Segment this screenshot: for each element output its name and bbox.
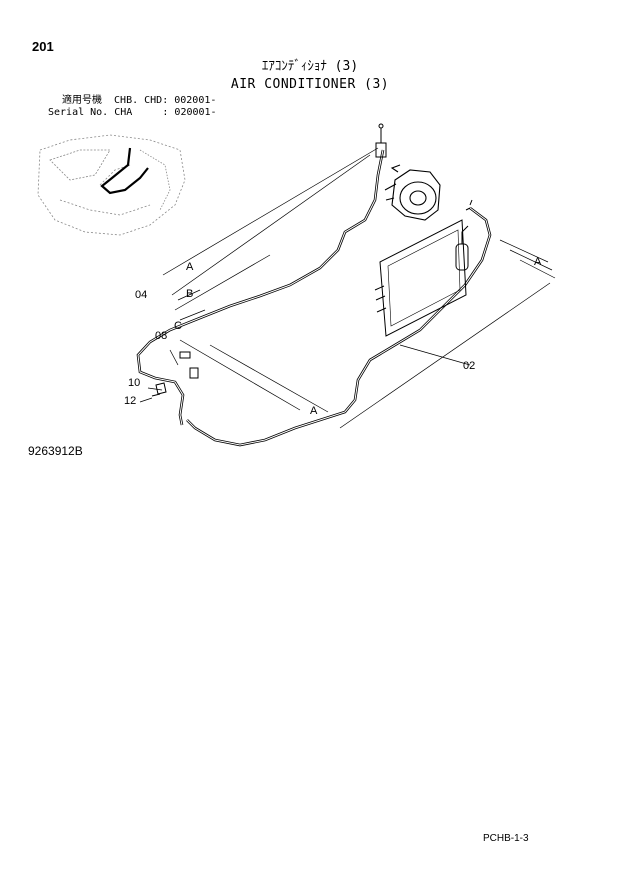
callout-12: 12 (124, 395, 137, 407)
callout-08: 08 (155, 330, 168, 342)
serial-line-2: Serial No. CHA : 020001- (48, 107, 217, 118)
clamps (151, 351, 199, 397)
ref-letter-b: B (186, 288, 194, 300)
drawing-id: 9263912B (28, 444, 83, 458)
condenser (374, 219, 467, 337)
leader-lines (139, 147, 556, 429)
serial-line-1: 適用号機 CHB. CHD: 002001- (62, 95, 217, 106)
ref-letter-a-right: A (534, 256, 542, 268)
hose-04 (136, 149, 385, 426)
callout-02: 02 (463, 360, 476, 372)
title-english: AIR CONDITIONER (3) (230, 77, 390, 92)
page-code: PCHB-1-3 (483, 833, 529, 844)
ref-letter-c: C (174, 320, 182, 332)
locator-hose-route (100, 147, 149, 195)
ref-letter-a-upper: A (186, 261, 194, 273)
compressor (384, 164, 441, 221)
machine-locator-sketch (37, 134, 186, 236)
hose-02 (186, 206, 492, 447)
title-japanese: ｴｱｺﾝﾃﾞｨｼｮﾅ (3) (261, 59, 359, 74)
callout-04: 04 (135, 289, 148, 301)
callout-10: 10 (128, 377, 141, 389)
upper-fitting (375, 123, 387, 158)
hose-02-inner (186, 207, 491, 446)
receiver-drier (455, 199, 473, 271)
hose-04-inner (137, 149, 384, 426)
page-number: 201 (32, 39, 54, 54)
ref-letter-a-lower: A (310, 405, 318, 417)
